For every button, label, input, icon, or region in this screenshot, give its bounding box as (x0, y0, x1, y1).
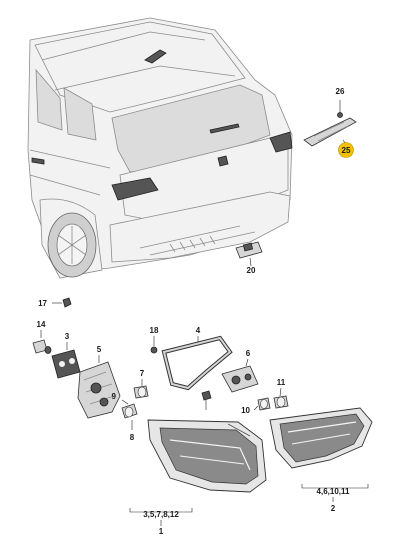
callout-18: 18 (150, 326, 159, 335)
callout-8: 8 (130, 433, 135, 442)
part-5-bulb-holder (77, 361, 121, 419)
car-taillight (111, 177, 159, 201)
part-20-plate-light (235, 241, 263, 267)
screw-26-icon (337, 112, 343, 118)
part-12-clip (201, 390, 212, 401)
callout-17: 17 (38, 299, 47, 308)
callout-26: 26 (336, 87, 345, 96)
callout-6: 6 (246, 349, 251, 358)
right-tail-lamp (269, 407, 373, 469)
part-4-seal (161, 335, 233, 391)
callout-20: 20 (247, 266, 256, 275)
part-17-clip (62, 297, 72, 308)
callout-3: 3 (65, 332, 70, 341)
badge-icon (217, 155, 229, 167)
part-9-bulb (121, 403, 138, 419)
left-tail-lamp (147, 419, 267, 493)
part-14-bulb (32, 339, 52, 354)
callout-group-left: 3,5,7,8,12 (143, 510, 179, 519)
callout-11: 11 (277, 378, 286, 387)
part-3-gasket (51, 349, 81, 379)
part-6-holder (221, 365, 259, 393)
antenna-icon (144, 49, 167, 64)
highlight-badge-25 (338, 142, 354, 158)
part-7-bulb (133, 385, 149, 399)
callout-9: 9 (112, 392, 117, 401)
part-18-nut (150, 346, 158, 354)
callout-4: 4 (196, 326, 201, 335)
car-illustration (27, 17, 293, 279)
callout-1: 1 (159, 527, 164, 536)
callout-group-right: 4,6,10,11 (317, 487, 350, 496)
callout-7: 7 (140, 369, 145, 378)
callout-2: 2 (331, 504, 336, 513)
callout-14: 14 (37, 320, 46, 329)
callout-5: 5 (97, 345, 102, 354)
callout-25: 25 (342, 146, 351, 155)
callout-10: 10 (241, 406, 250, 415)
part-10-bulb (257, 397, 271, 411)
part-11-bulb (273, 395, 289, 409)
part-25-bracket (303, 100, 357, 148)
